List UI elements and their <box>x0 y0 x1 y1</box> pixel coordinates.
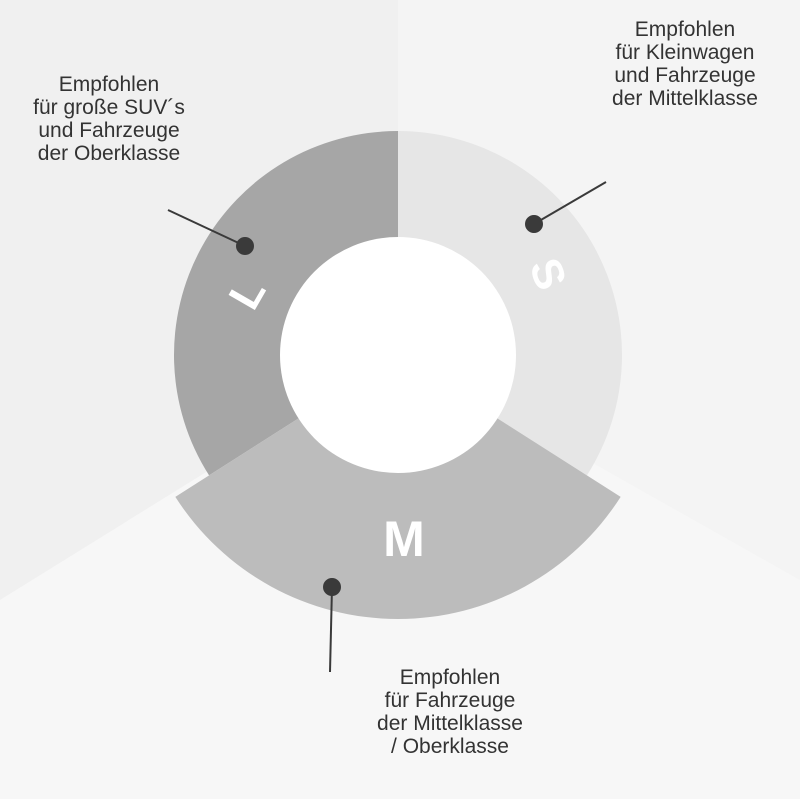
label-line: der Mittelklasse <box>377 712 523 735</box>
label-s: Empfohlen für Kleinwagen und Fahrzeuge d… <box>570 18 800 110</box>
label-line: der Oberklasse <box>37 142 181 165</box>
segment-letter-m: M <box>383 511 425 567</box>
leader-line-m <box>329 586 333 673</box>
label-m: Empfohlen für Fahrzeuge der Mittelklasse… <box>345 666 555 758</box>
label-l: Empfohlen für große SUV´s und Fahrzeuge … <box>0 73 218 165</box>
leader-dot-s <box>525 215 543 233</box>
label-line: und Fahrzeuge <box>614 64 756 87</box>
label-line: für Fahrzeuge <box>384 689 516 712</box>
center-hole <box>280 237 516 473</box>
label-line: Empfohlen <box>634 18 736 41</box>
label-line: Empfohlen <box>58 73 160 96</box>
label-line: für Kleinwagen <box>615 41 755 64</box>
segment-m <box>175 408 621 619</box>
label-line: / Oberklasse <box>391 735 509 758</box>
label-line: Empfohlen <box>399 666 501 689</box>
label-line: der Mittelklasse <box>612 87 758 110</box>
segment-s <box>398 131 622 476</box>
segment-l <box>174 131 398 476</box>
leader-dot-l <box>236 237 254 255</box>
label-line: für große SUV´s <box>33 96 185 119</box>
leader-line-l <box>167 209 246 247</box>
leader-line-s <box>533 181 607 225</box>
leader-dot-m <box>323 578 341 596</box>
label-line: und Fahrzeuge <box>38 119 180 142</box>
